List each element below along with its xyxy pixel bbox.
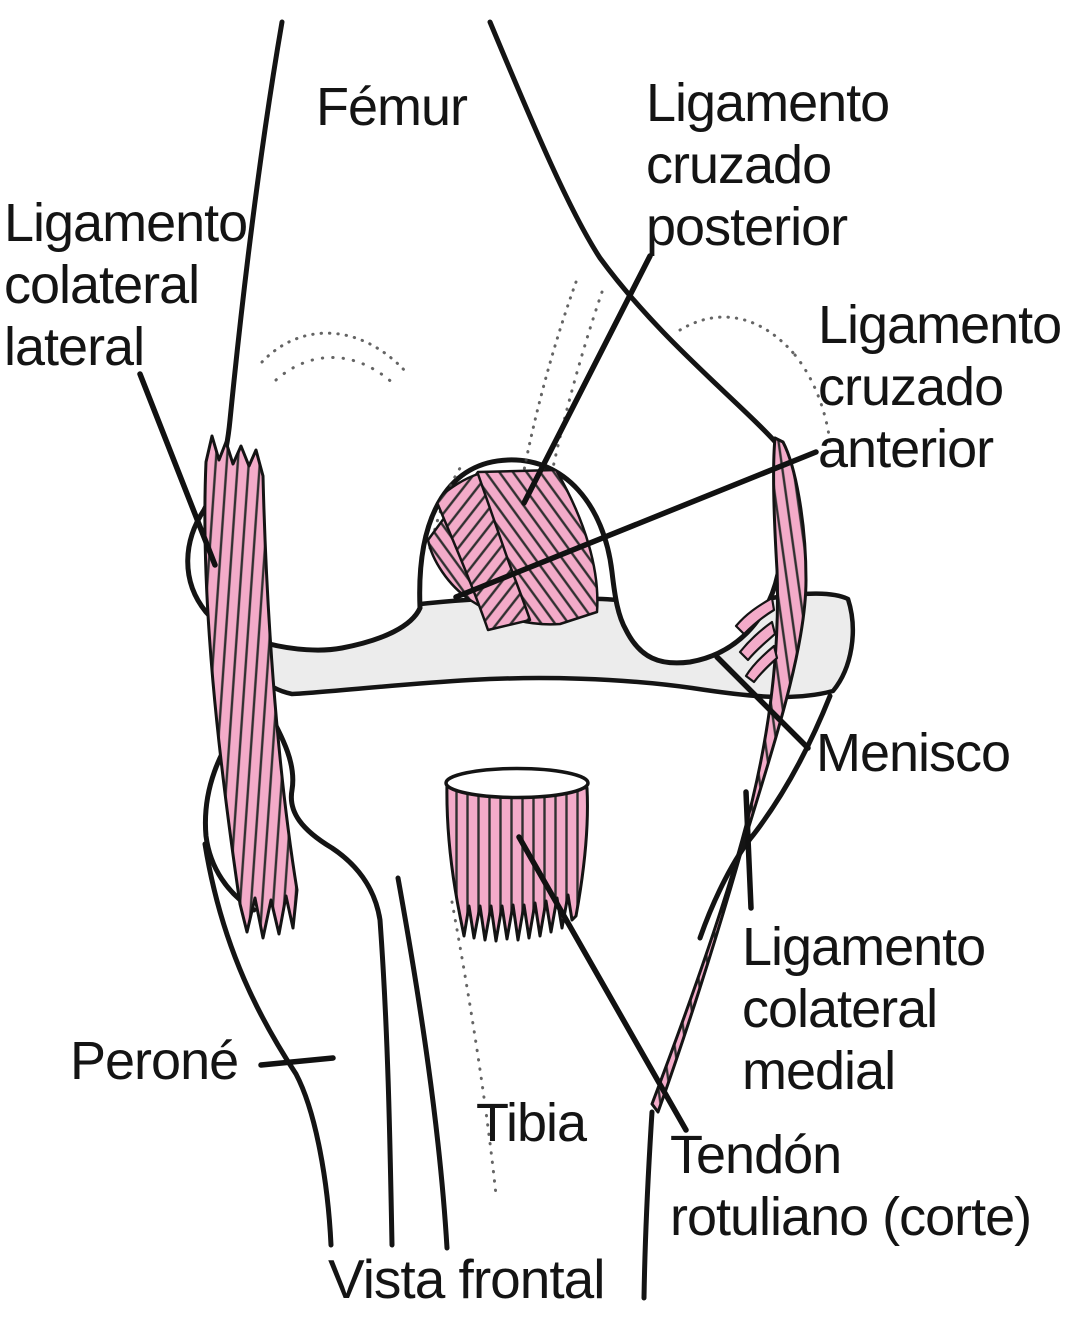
leader-lines [137,253,819,1133]
label-colateral-lateral: Ligamento colateral lateral [4,193,248,378]
posterior-cruciate-band [434,472,532,632]
patellar-tendon-shape [445,780,589,943]
tibia-outline [259,693,833,1301]
label-tendon-rotuliano: Tendón rotuliano (corte) [670,1125,1032,1248]
caption-vista-frontal: Vista frontal [328,1248,605,1310]
label-cruzado-anterior: Ligamento cruzado anterior [818,295,1062,480]
patellar-tendon-cut-surface [444,766,590,800]
leader-cruzado-posterior [521,253,653,506]
leader-tendon-rotuliano [516,834,689,1133]
lateral-collateral-ligament-shape [203,434,299,940]
label-perone: Peroné [70,1031,239,1091]
leader-cruzado-anterior [453,449,819,600]
leader-perone [258,1055,336,1068]
label-femur: Fémur [316,77,468,137]
medial-collateral-ligament-shape [650,436,808,1114]
mcl-fray-strands [734,596,779,684]
leader-colateral-lateral [137,371,218,568]
leader-menisco [714,654,811,751]
label-tibia: Tibia [476,1093,587,1153]
label-cruzado-posterior: Ligamento cruzado posterior [646,73,890,258]
leader-colateral-medial [743,789,754,911]
label-menisco: Menisco [816,723,1011,783]
label-colateral-medial: Ligamento colateral medial [742,917,986,1102]
